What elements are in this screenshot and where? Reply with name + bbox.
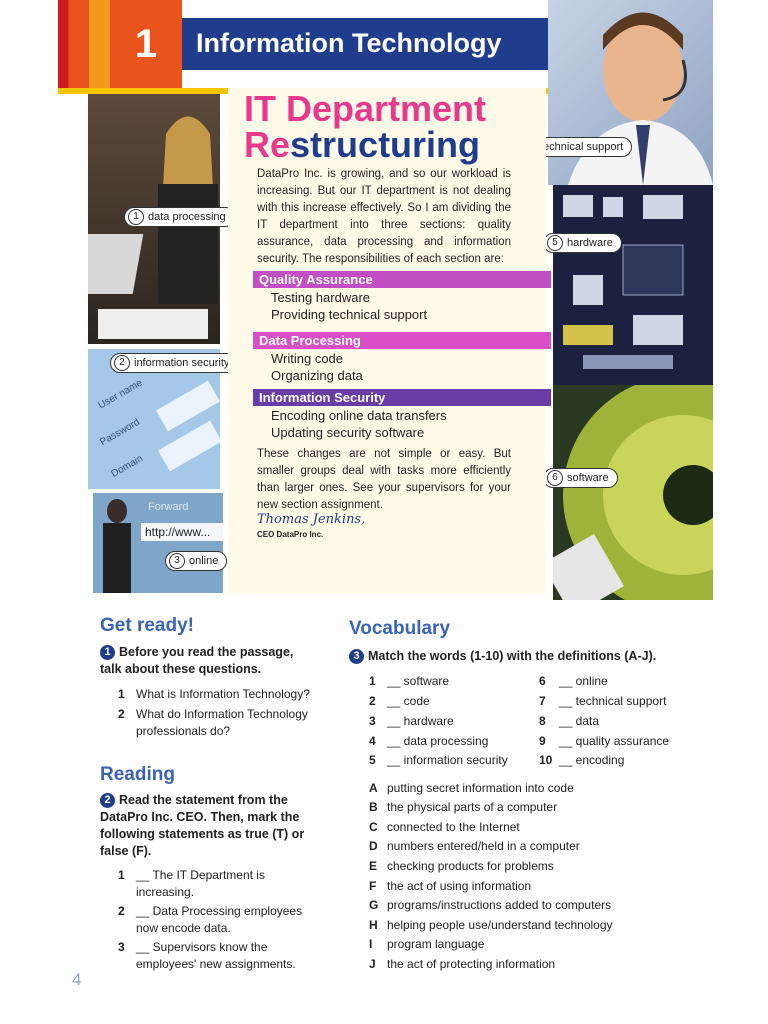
vocab-word: 6__ online: [539, 674, 608, 688]
cd-disc-icon: [553, 385, 713, 600]
section-heading-data-processing: Data Processing: [253, 332, 551, 349]
vocab-word: 4__ data processing: [369, 734, 489, 748]
reading-heading: Reading: [100, 764, 175, 785]
circuit-board-icon: [563, 195, 684, 369]
vocab-word: 7__ technical support: [539, 694, 667, 708]
url-bar-text: http://www...: [141, 523, 223, 541]
forward-button-text: Forward: [148, 501, 189, 513]
signature-title: CEO DataPro Inc.: [257, 530, 324, 539]
man-with-headset-icon: [568, 12, 713, 185]
domain-field-label: Domain: [109, 453, 145, 480]
photo-technical-support: [548, 0, 713, 185]
unit-title: Information Technology: [196, 28, 502, 58]
photo-software: [553, 385, 713, 600]
vocabulary-heading: Vocabulary: [349, 618, 451, 639]
section-heading-information-security: Information Security: [253, 389, 551, 406]
article-title-line2: Restructuring: [244, 124, 481, 165]
woman-at-keyboard-icon: [57, 116, 218, 339]
section-item: Encoding online data transfers: [271, 408, 447, 423]
vocab-word: 1__ software: [369, 674, 450, 688]
vocab-word: 5__ information security: [369, 753, 508, 767]
get-ready-heading: Get ready!: [100, 615, 194, 636]
signature: Thomas Jenkins,: [257, 512, 366, 527]
vocab-word: 10__ encoding: [539, 753, 625, 767]
section-item: Providing technical support: [271, 307, 428, 322]
password-field-label: Password: [98, 416, 142, 449]
photo-data-processing: [57, 94, 220, 344]
vocab-word: 8__ data: [539, 714, 600, 728]
statement-item: 3__ Supervisors know the employees' new …: [118, 940, 296, 971]
section-item: Organizing data: [271, 368, 363, 383]
vocab-word: 3__ hardware: [369, 714, 454, 728]
statement-item: 2__ Data Processing employees now encode…: [118, 904, 303, 935]
vocab-word: 9__ quality assurance: [539, 734, 670, 748]
article-closing: These changes are not simple or easy. Bu…: [257, 448, 511, 511]
header-color-strip: [58, 0, 110, 88]
header-title-bar: [182, 18, 602, 70]
person-silhouette-icon: [103, 499, 131, 593]
photo-online: Forward http://www...: [93, 493, 223, 593]
vocab-word: 2__ code: [369, 694, 430, 708]
article-title-line1: IT Department: [244, 88, 487, 129]
username-field-label: User name: [96, 377, 145, 412]
unit-number: 1: [110, 0, 182, 88]
section-item: Updating security software: [271, 425, 425, 440]
page-number: 4: [72, 970, 82, 989]
section-item: Writing code: [271, 351, 344, 366]
section-item: Testing hardware: [271, 290, 370, 305]
article-intro: DataPro Inc. is growing, and so our work…: [257, 168, 511, 265]
photo-hardware: [553, 185, 713, 385]
section-heading-quality-assurance: Quality Assurance: [253, 271, 551, 288]
statement-item: 1__ The IT Department is increasing.: [118, 868, 265, 899]
